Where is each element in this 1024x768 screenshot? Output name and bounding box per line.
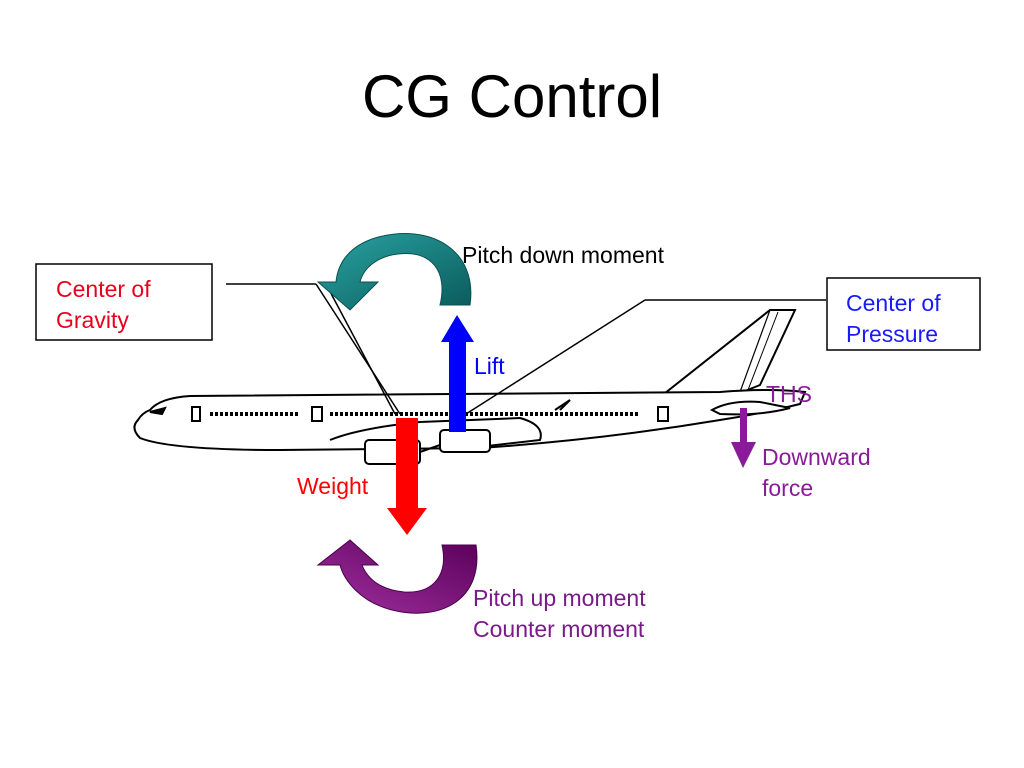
weight-arrow (387, 418, 427, 535)
cg-label-line1: Center of (56, 276, 151, 302)
engine-right (439, 429, 491, 453)
cp-label-line2: Pressure (846, 321, 938, 347)
slide-title: CG Control (361, 63, 663, 130)
cg-leader-diagonal-1 (315, 283, 401, 415)
airplane-illustration (133, 309, 807, 465)
pitch-up-label-line1: Pitch up moment (473, 585, 646, 611)
pitch-up-moment-arrow (316, 539, 478, 614)
tail-fin (649, 309, 797, 406)
center-of-gravity-box: Center of Gravity (35, 263, 213, 341)
downward-force-arrow (731, 408, 756, 468)
lift-arrow (441, 315, 474, 432)
cp-leader-diagonal (465, 299, 646, 415)
cg-label-line2: Gravity (56, 307, 129, 333)
pitch-down-moment-arrow (316, 233, 472, 311)
pitch-up-label-line2: Counter moment (473, 616, 645, 642)
cg-leader-diagonal-2 (325, 283, 396, 415)
leader-lines (226, 283, 826, 415)
downward-force-label-line1: Downward (762, 444, 871, 470)
horizontal-stabilizer (709, 400, 791, 416)
ths-label: THS (766, 381, 812, 407)
cp-label-line1: Center of (846, 290, 941, 316)
lift-label: Lift (474, 353, 505, 379)
center-of-pressure-box: Center of Pressure (826, 277, 981, 351)
pitch-down-label: Pitch down moment (462, 242, 665, 268)
downward-force-label-line2: force (762, 475, 813, 501)
weight-label: Weight (297, 473, 369, 499)
